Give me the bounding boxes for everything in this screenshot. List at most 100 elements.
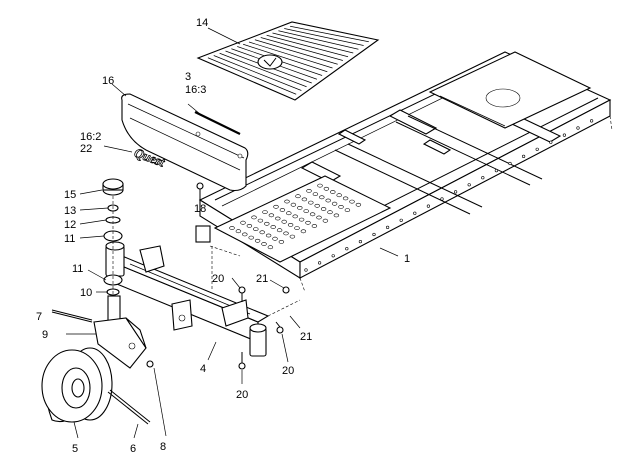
floor-pan-hole <box>305 220 311 225</box>
floor-pan-hole <box>355 202 362 207</box>
rail-hole <box>426 204 431 208</box>
floor-pan-hole <box>312 192 319 197</box>
floor-pan-hole <box>235 229 242 234</box>
callout-20-upper: 20 <box>212 273 224 285</box>
floor-pan-hole <box>268 213 275 218</box>
floor-pan-hole <box>272 236 278 241</box>
floor-pan-hole <box>289 234 296 239</box>
callout-3: 3 <box>185 71 191 83</box>
rail-hole <box>481 176 485 180</box>
floor-pan-hole <box>273 204 279 209</box>
rail-holes <box>304 119 594 272</box>
axle-bolt-6 <box>107 389 151 425</box>
callout-15: 15 <box>64 189 76 201</box>
leader-lines <box>66 27 399 439</box>
callout-9: 9 <box>42 329 48 341</box>
floor-mat-rib <box>290 25 369 43</box>
cover-panel: Quest <box>121 93 249 192</box>
floor-pan-hole <box>278 239 285 244</box>
caster-fork <box>93 295 147 369</box>
floor-pan-hole <box>253 227 259 232</box>
floor-pan-hole <box>264 221 270 226</box>
floor-pan-hole <box>270 225 276 229</box>
callout-20-lower: 20 <box>236 389 248 401</box>
rail-hole <box>318 261 322 265</box>
floor-mat-rib <box>207 57 297 95</box>
floor-pan-hole <box>275 216 281 221</box>
floor-pan-hole <box>311 224 318 228</box>
floor-pan-hole <box>303 209 309 214</box>
floor-pan-hole <box>262 210 268 215</box>
nut-8 <box>146 360 154 368</box>
floor-pan-hole <box>287 222 294 227</box>
floor-mat-rib <box>266 34 349 58</box>
floor-pan-hole <box>259 230 265 235</box>
floor-pan-hole <box>292 214 298 219</box>
rail-hole <box>358 240 363 244</box>
callout-20-right: 20 <box>282 365 294 377</box>
rail-hole <box>413 211 417 215</box>
floor-pan-hole <box>316 215 322 220</box>
floor-pan-hole <box>281 219 287 224</box>
floor-pan-hole <box>309 212 316 217</box>
main-frame <box>195 51 613 293</box>
callout-11-upper: 11 <box>64 233 75 245</box>
rail-hole <box>562 133 567 137</box>
floor-pan-hole <box>265 233 272 238</box>
floor-pan-hole <box>338 204 344 209</box>
floor-pan-hole <box>331 201 338 206</box>
floor-pan-holes <box>229 183 362 250</box>
caster-wheel <box>41 347 113 423</box>
callout-1: 1 <box>404 253 410 265</box>
floor-pan-hole <box>298 217 305 222</box>
rail-hole <box>399 218 403 222</box>
callout-12: 12 <box>64 219 76 231</box>
callout-10: 10 <box>80 287 92 299</box>
rail-hole <box>549 140 553 144</box>
rail-hole <box>440 197 444 201</box>
floor-pan-hole <box>301 197 308 202</box>
floor-pan-hole <box>254 238 261 243</box>
rail-hole <box>508 161 512 166</box>
floor-pan-hole <box>317 183 323 188</box>
floor-mat-rib <box>213 55 302 91</box>
callout-13: 13 <box>64 205 76 217</box>
floor-mat-rib <box>260 37 343 61</box>
callout-22: 22 <box>80 143 92 155</box>
floor-pan-hole <box>330 190 336 194</box>
floor-pan-hole <box>286 211 292 216</box>
floor-pan-hole <box>323 186 330 191</box>
floor-pan-hole <box>284 199 290 204</box>
callout-5: 5 <box>72 443 78 455</box>
floor-pan-hole <box>349 199 355 204</box>
floor-pan-hole <box>320 207 327 211</box>
callout-14: 14 <box>196 17 208 29</box>
floor-pan-hole <box>314 203 320 208</box>
floor-pan-hole <box>240 220 246 225</box>
rail-hole <box>372 232 376 237</box>
floor-pan-hole <box>251 215 257 220</box>
fasteners <box>196 182 290 370</box>
rail-hole <box>521 154 526 158</box>
floor-pan-hole <box>342 196 349 201</box>
callout-labels: 14 3 16:3 16 16:2 22 15 13 12 11 18 1 11… <box>36 17 410 455</box>
floor-pan-hole <box>297 205 303 210</box>
floor-pan-hole <box>319 195 325 200</box>
rail-hole <box>345 247 349 251</box>
callout-4: 4 <box>200 363 206 375</box>
callout-6: 6 <box>130 443 136 455</box>
floor-pan-hole <box>308 200 314 205</box>
floor-pan-hole <box>322 218 329 223</box>
floor-pan-hole <box>279 208 286 212</box>
floor-pan-hole <box>336 193 342 198</box>
callout-21-upper: 21 <box>256 273 268 285</box>
callout-16: 16 <box>102 75 114 87</box>
callout-11-lower: 11 <box>72 263 83 275</box>
rail-hole <box>304 268 308 272</box>
floor-pan-hole <box>248 235 254 240</box>
rail-hole <box>467 183 471 187</box>
rail-hole <box>494 169 499 173</box>
floor-pan-hole <box>257 218 264 223</box>
floor-mat-rib <box>243 43 328 73</box>
